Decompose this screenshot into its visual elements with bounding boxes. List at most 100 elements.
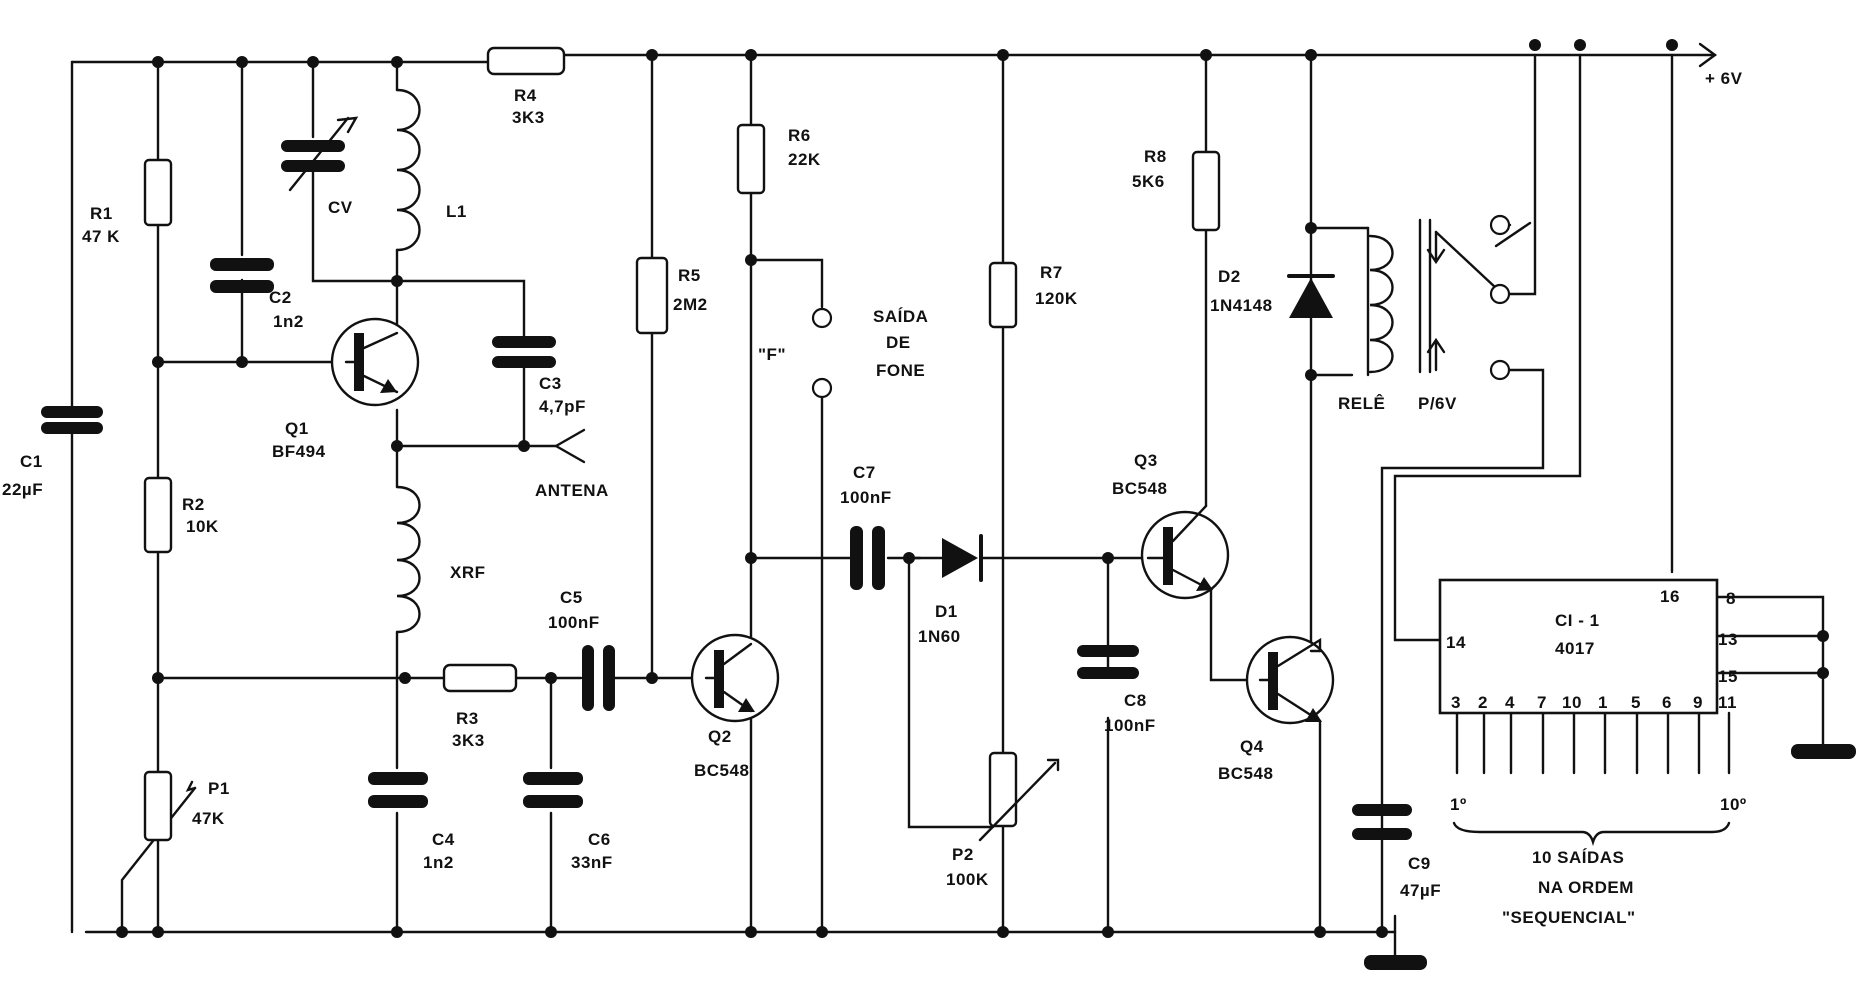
d1-value: 1N60 xyxy=(918,627,961,646)
phone-terminal-top xyxy=(811,307,833,329)
p1-value: 47K xyxy=(192,809,225,828)
p1-adjust-arrow xyxy=(185,780,197,792)
c8-ref: C8 xyxy=(1124,691,1147,710)
transistor-q3 xyxy=(1140,504,1230,600)
d2-value: 1N4148 xyxy=(1210,296,1273,315)
r4-ref: R4 xyxy=(514,86,537,105)
phone-output-label: DE xyxy=(886,333,911,352)
p1-ref: P1 xyxy=(208,779,230,798)
transistors xyxy=(330,317,1335,725)
ic-pin-13: 13 xyxy=(1718,630,1738,649)
antenna-label: ANTENA xyxy=(535,481,609,500)
labels: + 6V R1 47 K R2 10K R3 3K3 R4 3K3 R5 2M2… xyxy=(2,69,1747,927)
diodes xyxy=(907,274,1335,582)
c2-ref: C2 xyxy=(269,288,292,307)
resistor-r3 xyxy=(442,663,518,693)
q2-ref: Q2 xyxy=(708,727,732,746)
ic-ref: CI - 1 xyxy=(1555,611,1600,630)
potentiometer-p1 xyxy=(143,770,173,842)
ic-pin-bottom: 5 xyxy=(1631,693,1641,712)
c7-ref: C7 xyxy=(853,463,876,482)
c6-value: 33nF xyxy=(571,853,613,872)
ic-value: 4017 xyxy=(1555,639,1595,658)
r6-value: 22K xyxy=(788,150,821,169)
outputs-caption: "SEQUENCIAL" xyxy=(1502,908,1636,927)
r2-value: 10K xyxy=(186,517,219,536)
phone-output-label: SAÍDA xyxy=(873,307,928,326)
ic-pin-14: 14 xyxy=(1446,633,1466,652)
c8-value: 100nF xyxy=(1104,716,1156,735)
potentiometer-p2 xyxy=(988,751,1018,828)
r7-value: 120K xyxy=(1035,289,1078,308)
q1-value: BF494 xyxy=(272,442,326,461)
ic-pin-15: 15 xyxy=(1718,667,1738,686)
resistor-r4 xyxy=(486,46,566,76)
inductor-l1 xyxy=(395,88,421,252)
r3-value: 3K3 xyxy=(452,731,485,750)
ic-pin-bottom: 7 xyxy=(1537,693,1547,712)
capacitors xyxy=(41,116,1412,840)
resistor-r7 xyxy=(988,261,1018,329)
phone-terminal-bottom xyxy=(811,377,833,399)
d2-ref: D2 xyxy=(1218,267,1241,286)
r7-ref: R7 xyxy=(1040,263,1063,282)
r5-value: 2M2 xyxy=(673,295,708,314)
r2-ref: R2 xyxy=(182,495,205,514)
transistor-q4 xyxy=(1245,635,1335,725)
relay-contact-nc xyxy=(1489,359,1511,381)
p2-ref: P2 xyxy=(952,845,974,864)
c5-value: 100nF xyxy=(548,613,600,632)
supply-label: + 6V xyxy=(1705,69,1743,88)
relay-contact-no xyxy=(1489,214,1511,236)
relay-armature-arrow-top xyxy=(1426,230,1446,265)
c6-ref: C6 xyxy=(588,830,611,849)
r8-value: 5K6 xyxy=(1132,172,1165,191)
transistor-q1 xyxy=(330,317,420,407)
ic-4017 xyxy=(1438,578,1719,715)
c5-ref: C5 xyxy=(560,588,583,607)
ic-pin-bottom: 9 xyxy=(1693,693,1703,712)
ic-pin-16: 16 xyxy=(1660,587,1680,606)
ic-pin-bottom: 3 xyxy=(1451,693,1461,712)
resistor-r1 xyxy=(143,158,173,227)
relay-value: P/6V xyxy=(1418,394,1457,413)
xrf-ref: XRF xyxy=(450,563,486,582)
outputs-caption: NA ORDEM xyxy=(1538,878,1634,897)
c9-value: 47µF xyxy=(1400,881,1441,900)
relay-core xyxy=(1418,218,1432,374)
wires xyxy=(70,42,1825,957)
first-output-label: 1º xyxy=(1450,795,1467,814)
relay-contact-common xyxy=(1489,283,1511,305)
q4-ref: Q4 xyxy=(1240,737,1264,756)
ic-pin-bottom: 6 xyxy=(1662,693,1672,712)
inductors xyxy=(395,88,1446,634)
q3-ref: Q3 xyxy=(1134,451,1158,470)
q3-value: BC548 xyxy=(1112,479,1167,498)
c4-value: 1n2 xyxy=(423,853,454,872)
c1-value: 22µF xyxy=(2,480,43,499)
cv-ref: CV xyxy=(328,198,353,217)
resistors xyxy=(143,46,1221,842)
resistor-r6 xyxy=(736,123,766,195)
l1-ref: L1 xyxy=(446,202,467,221)
outputs-caption: 10 SAÍDAS xyxy=(1532,848,1624,867)
c1-ref: C1 xyxy=(20,452,43,471)
phone-output-label: FONE xyxy=(876,361,925,380)
c4-ref: C4 xyxy=(432,830,455,849)
q2-value: BC548 xyxy=(694,761,749,780)
ic-pin-bottom: 2 xyxy=(1478,693,1488,712)
last-output-label: 10º xyxy=(1720,795,1747,814)
r1-ref: R1 xyxy=(90,204,113,223)
inductor-xrf xyxy=(395,485,421,634)
transistor-q2 xyxy=(690,633,780,723)
q4-value: BC548 xyxy=(1218,764,1273,783)
r1-value: 47 K xyxy=(82,227,120,246)
relay-coil xyxy=(1368,234,1394,374)
ic-pin-bottom: 1 xyxy=(1598,693,1608,712)
diode-d1 xyxy=(907,534,983,582)
ground-symbol xyxy=(1364,955,1427,970)
c7-value: 100nF xyxy=(840,488,892,507)
r4-value: 3K3 xyxy=(512,108,545,127)
p2-value: 100K xyxy=(946,870,989,889)
